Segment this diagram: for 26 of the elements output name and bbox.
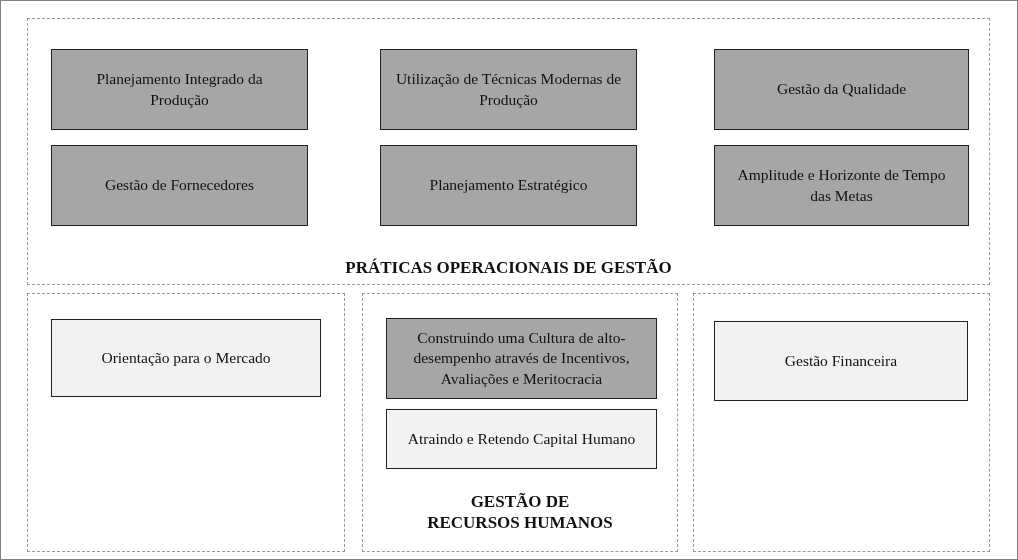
practice-box — [714, 321, 968, 401]
practice-box — [714, 145, 969, 226]
practice-box — [386, 409, 657, 469]
practice-box — [51, 319, 321, 397]
box-label: Utilização de Técnicas Modernas de Produção — [395, 69, 622, 110]
practice-box — [714, 49, 969, 130]
practice-box — [380, 49, 637, 130]
practice-box — [51, 145, 308, 226]
group-title: GESTÃO DE RECURSOS HUMANOS — [426, 491, 614, 534]
box-label: Orientação para o Mercado — [101, 347, 271, 368]
practice-box — [386, 318, 657, 399]
group-panel — [27, 293, 345, 552]
box-label: Gestão Financeira — [784, 350, 898, 371]
box-label: Atraindo e Retendo Capital Humano — [407, 428, 636, 449]
group-panel — [27, 18, 990, 285]
box-label: Planejamento Estratégico — [429, 175, 588, 196]
box-label: Planejamento Integrado da Produção — [95, 69, 264, 110]
group-title: PRÁTICAS OPERACIONAIS DE GESTÃO — [345, 257, 672, 279]
group-panel — [693, 293, 990, 552]
box-label: Construindo uma Cultura de alto-desempenho através de Incentivos, Avaliações e Meritocracia — [412, 328, 631, 389]
group-panel — [362, 293, 678, 552]
practice-box — [51, 49, 308, 130]
box-label: Gestão de Fornecedores — [105, 175, 254, 196]
box-label: Amplitude e Horizonte de Tempo das Metas — [736, 165, 947, 206]
practice-box — [380, 145, 637, 226]
box-label: Gestão da Qualidade — [776, 79, 907, 100]
